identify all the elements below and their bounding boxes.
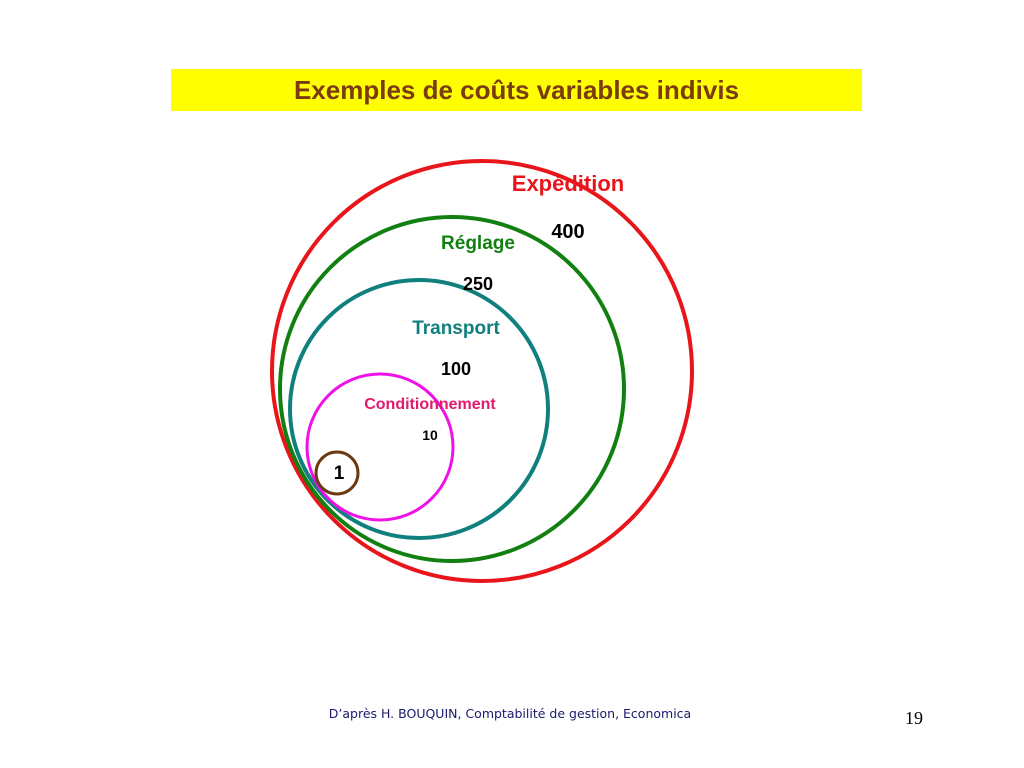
value-reglage: 250 [463,274,493,294]
circle-reglage [278,215,626,563]
label-reglage: Réglage [441,233,515,254]
label-transport: Transport [412,318,500,339]
slide-title: Exemples de coûts variables indivis [293,74,740,105]
circle-expedition [270,159,694,583]
value-transport: 100 [441,359,471,379]
circle-conditionnement [305,372,455,522]
page-number: 19 [905,708,923,728]
source-citation: D’après H. BOUQUIN, Comptabilité de gest… [328,706,692,721]
label-expedition: Expédition [512,171,624,196]
circle-unit [314,450,360,496]
value-unit: 1 [334,463,345,484]
title-banner: Exemples de coûts variables indivis [171,69,862,111]
label-conditionnement: Conditionnement [364,396,496,413]
value-conditionnement: 10 [422,427,438,443]
circle-transport [288,278,550,540]
value-expedition: 400 [551,221,584,243]
